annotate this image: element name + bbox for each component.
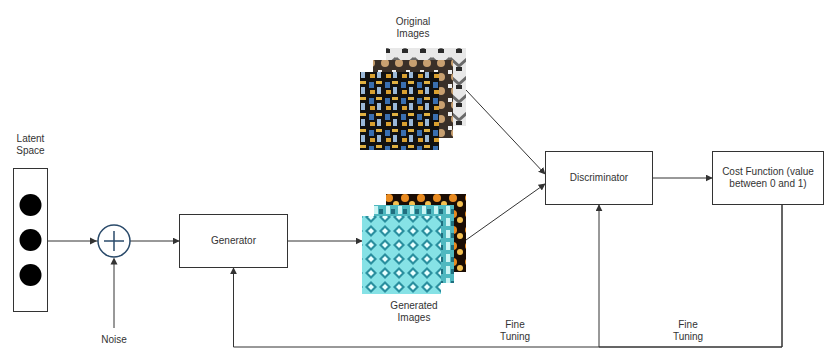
latent-space-box: Latent Space xyxy=(13,168,48,312)
connector-arrow xyxy=(234,205,783,347)
arrow-head xyxy=(111,258,118,265)
node-heading: Latent Space xyxy=(9,133,53,157)
arrow-head xyxy=(90,238,97,245)
noise-wire xyxy=(114,264,115,328)
latent-unit xyxy=(20,264,42,286)
cost-function-box: Cost Function (value between 0 and 1) xyxy=(712,151,824,205)
node-label: Cost Function (value between 0 and 1) xyxy=(713,166,823,190)
connector-arrow xyxy=(653,178,712,179)
connector-arrow xyxy=(599,205,782,347)
image-card xyxy=(360,72,439,150)
image-card xyxy=(362,216,441,294)
latent-unit xyxy=(20,229,42,251)
edge-label: Fine Tuning xyxy=(493,318,537,344)
edge-label: Fine Tuning xyxy=(666,318,710,344)
generator-box: Generator xyxy=(179,214,288,268)
image-stack: Original Images xyxy=(360,48,466,152)
connector-arrow xyxy=(288,241,362,242)
node-label: Discriminator xyxy=(565,172,633,184)
node-heading: Generated Images xyxy=(386,300,442,324)
node-label: Generator xyxy=(206,235,261,247)
node-heading: Original Images xyxy=(388,16,438,40)
image-stack: Generated Images xyxy=(362,194,466,294)
connector-arrow xyxy=(466,184,545,240)
input-label: Noise xyxy=(99,333,129,347)
sum-symbol xyxy=(113,231,115,251)
discriminator-box: Discriminator xyxy=(545,151,653,205)
connector-arrow xyxy=(466,90,545,174)
sum-symbol xyxy=(98,225,130,257)
latent-unit xyxy=(20,194,42,216)
